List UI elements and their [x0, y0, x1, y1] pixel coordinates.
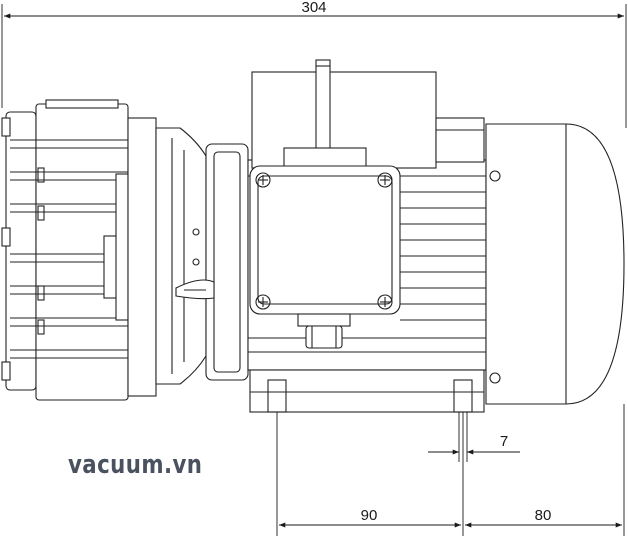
fan-cover-screw-bottom — [489, 372, 501, 384]
motor-feet — [249, 369, 485, 413]
fan-cover — [485, 123, 625, 405]
dimension-lines — [1, 4, 627, 536]
coupling-housing — [127, 117, 249, 397]
motor-overhang-label: 80 — [535, 507, 552, 524]
overall-length-label: 304 — [301, 0, 326, 16]
foot-spacing-label: 90 — [361, 507, 378, 524]
watermark-text: vacuum.vn — [68, 450, 203, 480]
fan-cover-screw-top — [489, 170, 501, 182]
foot-slot-label: 7 — [500, 433, 508, 450]
terminal-box — [249, 165, 401, 315]
cable-gland — [297, 313, 351, 349]
